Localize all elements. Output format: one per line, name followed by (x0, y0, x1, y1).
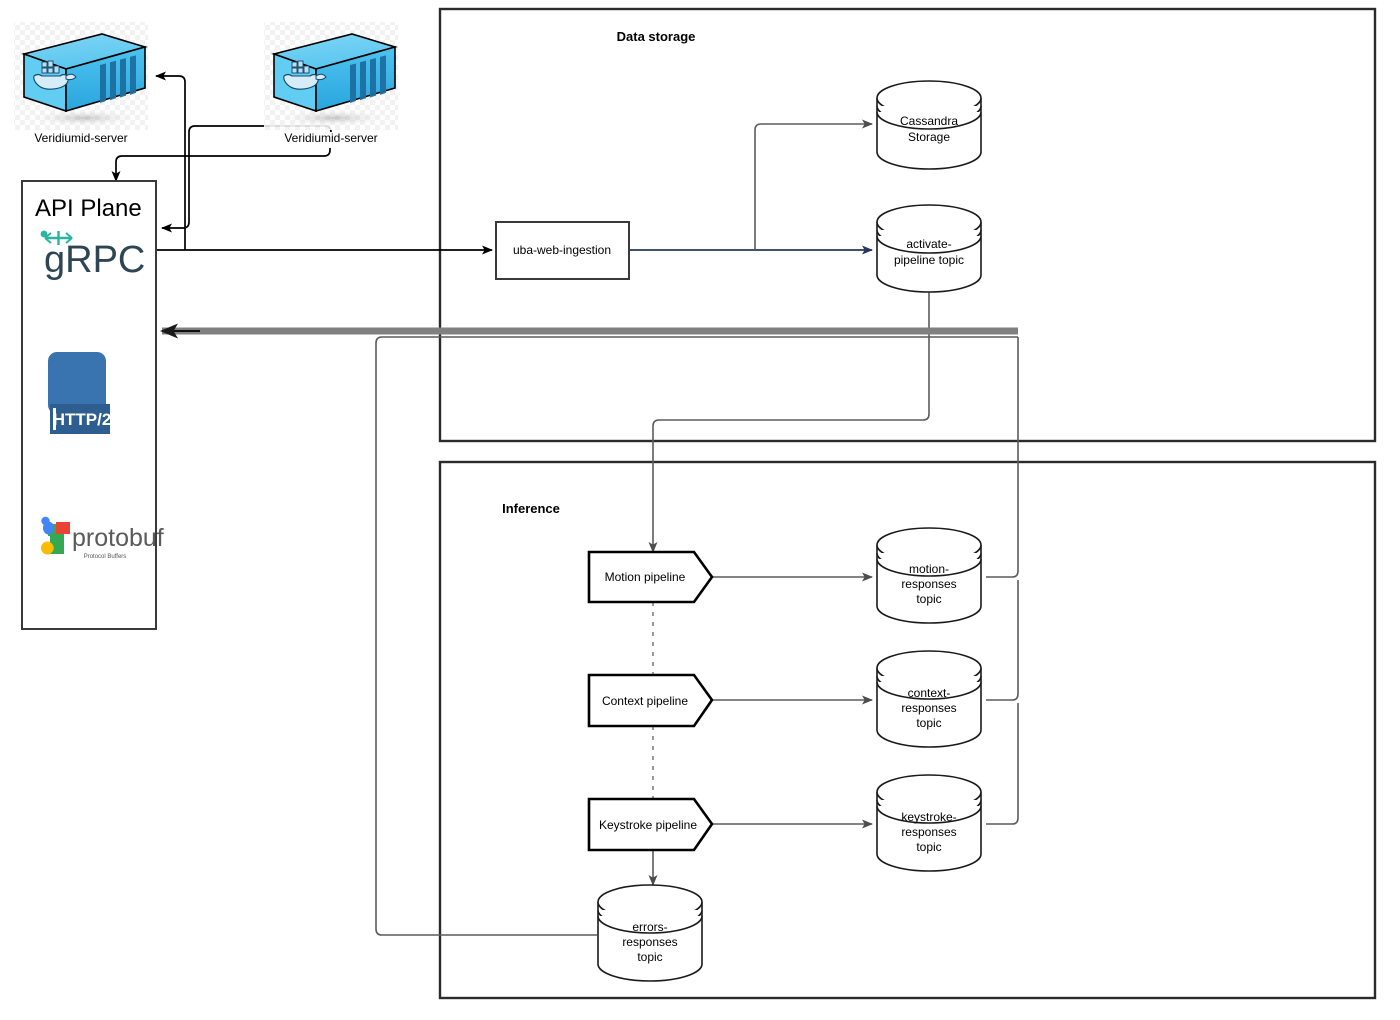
docker-container-icon (21, 33, 148, 113)
motion-responses-topic-label-line2: responses (901, 577, 956, 591)
uba-web-ingestion-box (495, 221, 630, 280)
server-2[interactable]: Veridiumid-server (264, 22, 398, 145)
edge-context-topic-to-return-bus (986, 580, 1019, 701)
datastore-cassandra-storage[interactable]: Cassandra Storage (876, 80, 982, 170)
grpc-label: gRPC (44, 239, 145, 281)
edge-api-plane-to-server1 (155, 71, 186, 250)
motion-pipeline-label: Motion pipeline (605, 570, 686, 584)
errors-responses-topic-label-line3: topic (637, 950, 662, 964)
motion-responses-topic-label-line3: topic (916, 592, 941, 606)
context-responses-topic-label-line3: topic (916, 716, 941, 730)
motion-pipeline-shape (587, 550, 714, 604)
zone-inference-title: Inference (502, 501, 560, 516)
server-1-caption: Veridiumid-server (34, 131, 127, 145)
keystroke-responses-topic-label-line3: topic (916, 840, 941, 854)
motion-responses-topic-label-line1: motion- (909, 562, 949, 576)
api-plane-panel[interactable]: API Plane gRPC HTTP/2 (21, 180, 164, 630)
context-responses-topic-label-line2: responses (901, 701, 956, 715)
server-1[interactable]: Veridiumid-server (14, 22, 148, 145)
docker-container-icon (271, 33, 398, 113)
zone-data-storage-title: Data storage (617, 29, 696, 44)
protobuf-logo-icon: protobuf Protocol Buffers (41, 516, 164, 560)
server-2-caption: Veridiumid-server (284, 131, 377, 145)
edge-ingestion-to-cassandra (754, 119, 873, 250)
service-uba-web-ingestion[interactable]: uba-web-ingestion (495, 221, 630, 280)
datastore-motion-responses-topic[interactable]: motion- responses topic (876, 527, 982, 624)
http2-logo-icon: HTTP/2 (48, 352, 111, 434)
grpc-logo-icon: gRPC (40, 230, 145, 281)
context-responses-topic-label-line1: context- (908, 686, 951, 700)
edge-server2-to-api-plane (111, 148, 331, 182)
errors-responses-topic-label-line1: errors- (632, 920, 667, 934)
cassandra-storage-label-line1: Cassandra (900, 114, 958, 128)
edge-errors-topic-to-api-plane (375, 336, 1018, 936)
server-1-shadow (24, 109, 144, 127)
datastore-errors-responses-topic[interactable]: errors- responses topic (597, 884, 703, 982)
datastore-context-responses-topic[interactable]: context- responses topic (876, 650, 982, 748)
api-plane-title: API Plane (35, 195, 142, 222)
uba-web-ingestion-label: uba-web-ingestion (513, 243, 611, 257)
http2-label: HTTP/2 (53, 410, 112, 429)
context-pipeline-label: Context pipeline (602, 694, 688, 708)
errors-responses-topic-label-line2: responses (622, 935, 677, 949)
activate-pipeline-topic-label-line1: activate- (906, 237, 951, 251)
activate-pipeline-topic-label-line2: pipeline topic (894, 253, 964, 267)
cassandra-storage-label-line2: Storage (908, 130, 950, 144)
pipeline-keystroke[interactable]: Keystroke pipeline (587, 797, 714, 852)
docker-whale-icon (33, 60, 77, 90)
edge-keystroke-topic-to-return-bus (986, 703, 1019, 825)
context-pipeline-shape (587, 673, 714, 728)
protobuf-label: protobuf (72, 524, 164, 552)
server-2-shadow (274, 109, 394, 127)
keystroke-responses-topic-label-line2: responses (901, 825, 956, 839)
edge-activate-topic-to-motion-pipeline (648, 292, 930, 553)
docker-whale-icon (283, 60, 327, 90)
datastore-keystroke-responses-topic[interactable]: keystroke- responses topic (876, 774, 982, 872)
pipeline-context[interactable]: Context pipeline (587, 673, 714, 728)
pipeline-motion[interactable]: Motion pipeline (587, 550, 714, 604)
edge-motion-topic-to-return-bus (986, 337, 1019, 578)
keystroke-pipeline-label: Keystroke pipeline (599, 818, 697, 832)
datastore-activate-pipeline-topic[interactable]: activate- pipeline topic (876, 204, 982, 293)
keystroke-pipeline-shape (587, 797, 714, 852)
keystroke-responses-topic-label-line1: keystroke- (901, 810, 956, 824)
protobuf-sublabel: Protocol Buffers (84, 554, 127, 560)
